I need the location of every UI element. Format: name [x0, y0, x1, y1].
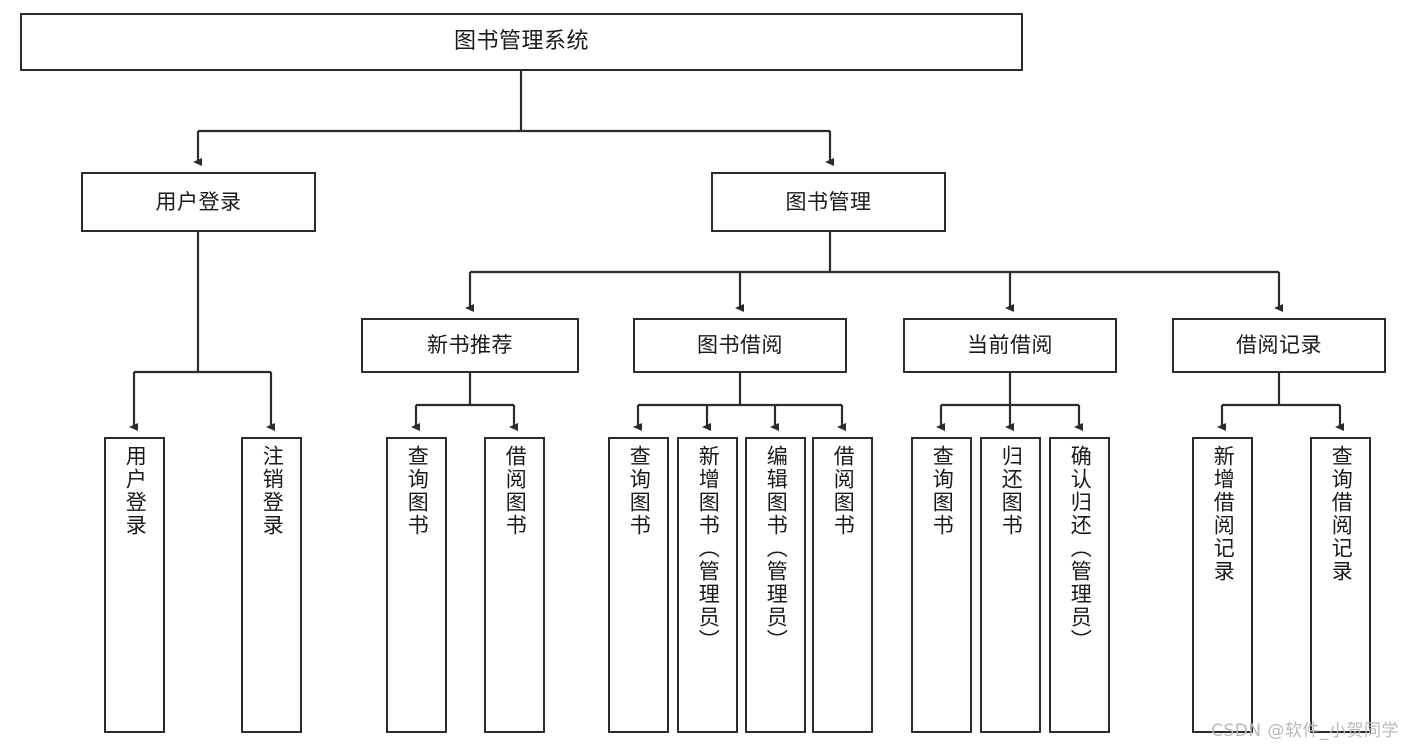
node-new-book-recommend[interactable]: 新书推荐 — [361, 318, 579, 373]
leaf-new-book-borrow[interactable]: 借阅图书 — [484, 437, 545, 733]
node-root-label: 图书管理系统 — [453, 28, 589, 54]
node-book-borrow-label: 图书借阅 — [697, 333, 783, 358]
leaf-book-borrow-edit-label: 编辑图书（管理员） — [764, 445, 789, 652]
leaf-current-borrow-return[interactable]: 归还图书 — [980, 437, 1041, 733]
leaf-new-book-borrow-label: 借阅图书 — [503, 445, 528, 537]
node-new-book-recommend-label: 新书推荐 — [427, 333, 513, 358]
leaf-user-login-logout[interactable]: 注销登录 — [241, 437, 302, 733]
node-borrow-record[interactable]: 借阅记录 — [1172, 318, 1386, 373]
leaf-borrow-record-add[interactable]: 新增借阅记录 — [1192, 437, 1253, 733]
node-book-borrow[interactable]: 图书借阅 — [633, 318, 847, 373]
leaf-new-book-query-label: 查询图书 — [405, 445, 430, 537]
node-user-login-label: 用户登录 — [155, 189, 242, 214]
leaf-current-borrow-return-label: 归还图书 — [999, 445, 1024, 537]
node-user-login[interactable]: 用户登录 — [81, 172, 316, 232]
leaf-borrow-record-add-label: 新增借阅记录 — [1211, 445, 1236, 583]
leaf-book-borrow-edit[interactable]: 编辑图书（管理员） — [745, 437, 806, 733]
leaf-borrow-record-query-label: 查询借阅记录 — [1329, 445, 1354, 583]
node-current-borrow-label: 当前借阅 — [967, 333, 1053, 358]
leaf-book-borrow-borrow-label: 借阅图书 — [831, 445, 856, 537]
leaf-current-borrow-query[interactable]: 查询图书 — [911, 437, 972, 733]
leaf-user-login-login[interactable]: 用户登录 — [104, 437, 165, 733]
node-root[interactable]: 图书管理系统 — [20, 13, 1023, 71]
node-current-borrow[interactable]: 当前借阅 — [903, 318, 1117, 373]
csdn-watermark: CSDN @软件_小贺同学 — [1211, 721, 1399, 741]
leaf-borrow-record-query[interactable]: 查询借阅记录 — [1310, 437, 1371, 733]
leaf-book-borrow-add-label: 新增图书（管理员） — [696, 445, 721, 652]
leaf-user-login-login-label: 用户登录 — [123, 445, 148, 537]
leaf-book-borrow-add[interactable]: 新增图书（管理员） — [677, 437, 738, 733]
leaf-user-login-logout-label: 注销登录 — [260, 445, 285, 537]
leaf-book-borrow-query[interactable]: 查询图书 — [608, 437, 669, 733]
leaf-current-borrow-confirm-return-label: 确认归还（管理员） — [1068, 445, 1093, 652]
leaf-book-borrow-query-label: 查询图书 — [627, 445, 652, 537]
node-book-management[interactable]: 图书管理 — [711, 172, 946, 232]
node-borrow-record-label: 借阅记录 — [1236, 333, 1322, 358]
leaf-new-book-query[interactable]: 查询图书 — [386, 437, 447, 733]
leaf-current-borrow-confirm-return[interactable]: 确认归还（管理员） — [1049, 437, 1110, 733]
leaf-book-borrow-borrow[interactable]: 借阅图书 — [812, 437, 873, 733]
node-book-management-label: 图书管理 — [785, 189, 872, 214]
leaf-current-borrow-query-label: 查询图书 — [930, 445, 955, 537]
